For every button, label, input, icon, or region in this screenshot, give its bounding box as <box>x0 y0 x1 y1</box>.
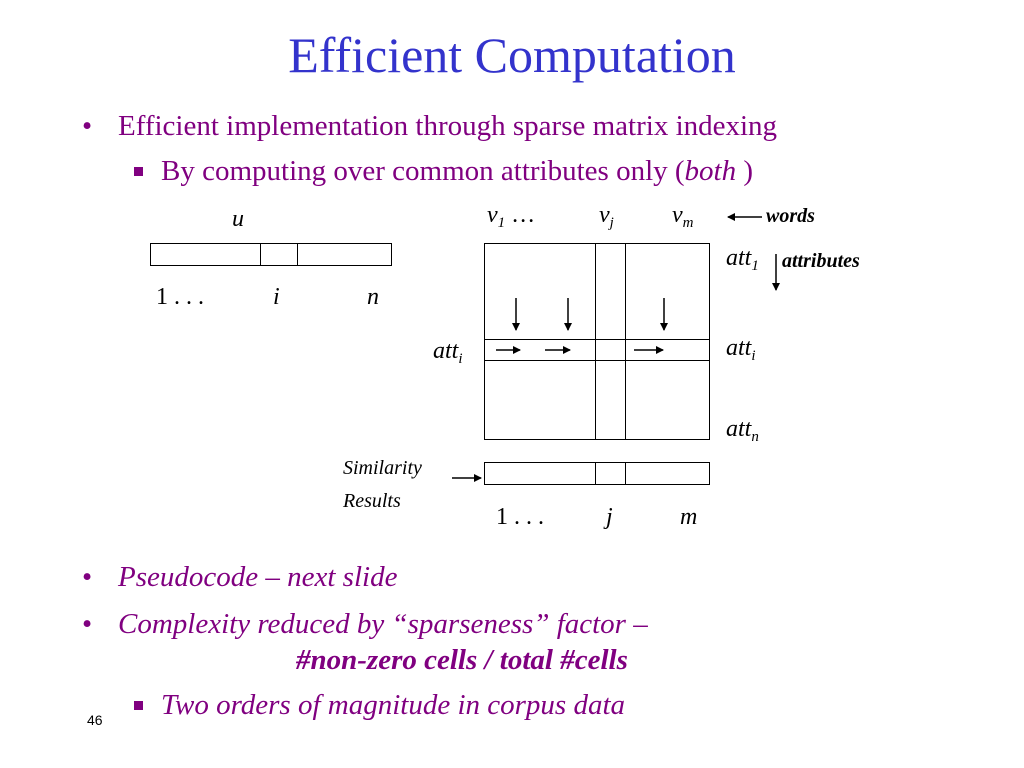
sparse-matrix <box>484 243 710 440</box>
bullet-marker: • <box>82 608 93 640</box>
matrix-row-i-bottom <box>484 360 710 361</box>
atti-left-subscript: i <box>458 351 463 367</box>
bullet-2-text: Pseudocode – next slide <box>118 561 398 593</box>
results-label: Results <box>343 490 401 512</box>
results-index-start: 1 . . . <box>496 504 544 530</box>
attributes-label: attributes <box>782 250 860 272</box>
sub-bullet-1-italic: both <box>684 155 737 187</box>
results-index-j: j <box>606 504 613 530</box>
u-index-i: i <box>273 284 280 310</box>
vm-subscript: m <box>682 215 694 231</box>
attn-subscript: n <box>751 429 759 445</box>
bullet-3-bold-text: #non-zero cells / total #cells <box>296 644 628 676</box>
att1-text: att <box>726 245 752 271</box>
v1-label: v1 … <box>487 202 536 231</box>
vm-letter: v <box>672 202 683 228</box>
u-label: u <box>232 206 244 232</box>
atti-left-label: atti <box>433 338 463 367</box>
bullet-1-text: Efficient implementation through sparse … <box>118 110 778 142</box>
results-divider-left <box>595 462 596 485</box>
atti-right-subscript: i <box>751 348 756 364</box>
sub-bullet-1-suffix: ) <box>736 155 754 187</box>
vm-label: vm <box>672 202 694 231</box>
u-vector <box>150 243 392 266</box>
atti-right-label: atti <box>726 335 756 364</box>
sub-bullet-1-prefix: By computing over common attributes only… <box>161 155 685 187</box>
vj-letter: v <box>599 202 610 228</box>
results-index-m: m <box>680 504 698 530</box>
page-title: Efficient Computation <box>288 27 736 83</box>
matrix-column-j-right <box>625 243 626 440</box>
sub-bullet-3-text: Two orders of magnitude in corpus data <box>161 689 626 721</box>
vj-subscript: j <box>609 215 614 231</box>
bullet-3-text: Complexity reduced by “sparseness” facto… <box>118 608 648 640</box>
u-divider-right <box>297 243 298 266</box>
att1-label: att1 <box>726 245 759 274</box>
atti-left-text: att <box>433 338 459 364</box>
sub-bullet-marker <box>134 701 143 710</box>
words-label: words <box>766 205 815 227</box>
page-number: 46 <box>87 712 103 728</box>
matrix-column-j-left <box>595 243 596 440</box>
attn-label: attn <box>726 416 759 445</box>
attn-text: att <box>726 416 752 442</box>
results-vector <box>484 462 710 485</box>
matrix-row-i-top <box>484 339 710 340</box>
att1-subscript: 1 <box>751 258 759 274</box>
u-index-start: 1 . . . <box>156 284 204 310</box>
u-divider-left <box>260 243 261 266</box>
u-index-n: n <box>367 284 379 310</box>
atti-right-text: att <box>726 335 752 361</box>
sub-bullet-1-text: By computing over common attributes only… <box>161 155 753 188</box>
vj-label: vj <box>599 202 614 231</box>
v-ellipsis: … <box>511 202 536 228</box>
bullet-marker: • <box>82 110 93 142</box>
similarity-label: Similarity <box>343 457 422 479</box>
v1-subscript: 1 <box>497 215 506 231</box>
bullet-marker: • <box>82 561 93 593</box>
v1-letter: v <box>487 202 498 228</box>
results-divider-right <box>625 462 626 485</box>
sub-bullet-marker <box>134 167 143 176</box>
